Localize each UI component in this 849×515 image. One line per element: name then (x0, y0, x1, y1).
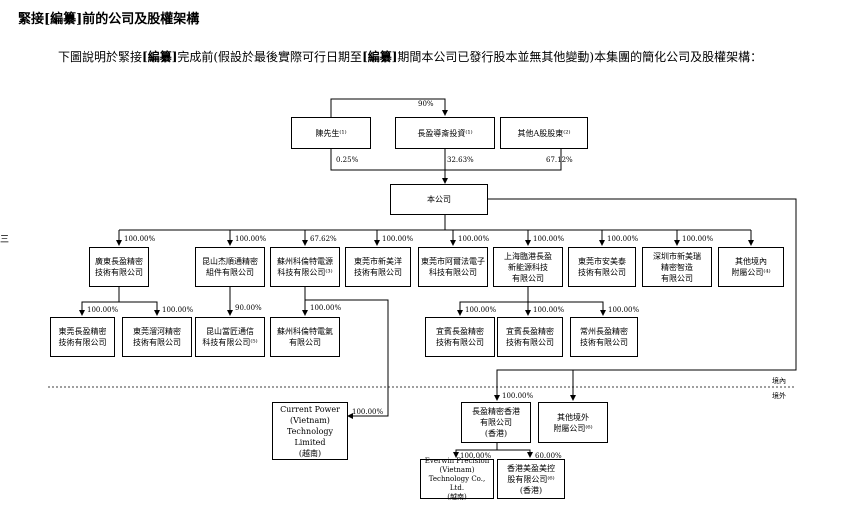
onshore-label: 境內 (772, 377, 786, 385)
pct-label: 90% (418, 100, 434, 108)
intro-paragraph: 下圖說明於緊接[編纂]完成前(假設於最後實際可行日期至[編纂]期間本公司已發行股… (58, 50, 763, 64)
pct-label: 32.63% (447, 156, 474, 164)
pct-label: 100.00% (460, 452, 492, 460)
pct-label: 0.25% (336, 156, 359, 164)
pct-label: 90.00% (235, 304, 262, 312)
sub-sh-lingang: 上海臨港長盈 新能源科技 有限公司 (493, 247, 563, 287)
pct-label: 67.12% (546, 156, 573, 164)
sub-suzhou-kelunte: 蘇州科倫特電氣 有限公司 (270, 317, 340, 357)
sub-dg-changying: 東莞長盈精密 技術有限公司 (50, 317, 115, 357)
shareholder-chen: 陳先生⁽¹⁾ (291, 117, 371, 149)
offshore-label: 境外 (772, 392, 786, 400)
sub-sz-xinmei: 深圳市新美瑞 精密智造 有限公司 (642, 247, 712, 287)
sub-yichun: 宜賓長盈精密 技術有限公司 (497, 317, 563, 357)
sub-hk: 長盈精密香港 有限公司 (香港) (461, 402, 531, 443)
sub-dg-liuchun: 東莞溜河精密 技術有限公司 (122, 317, 192, 357)
sub-yibin: 宜賓長盈精密 技術有限公司 (425, 317, 495, 357)
shareholder-other-a: 其他A股股東⁽²⁾ (500, 117, 588, 149)
sub-changzhou: 常州長盈精密 技術有限公司 (570, 317, 638, 357)
sub-kunshan-lanjie: 昆山當匠通信 科技有限公司⁽⁵⁾ (195, 317, 265, 357)
pct-label: 60.00% (535, 452, 562, 460)
pct-label: 100.00% (682, 235, 714, 243)
sub-other-offshore: 其他境外 附屬公司⁽⁶⁾ (538, 402, 608, 443)
pct-label: 67.62% (310, 235, 337, 243)
pct-label: 100.00% (124, 235, 156, 243)
pct-label: 100.00% (458, 235, 490, 243)
pct-label: 100.00% (310, 304, 342, 312)
sub-suzhou-hctd: 蘇州科倫特電源 科技有限公司⁽³⁾ (270, 247, 340, 287)
pct-label: 100.00% (533, 235, 565, 243)
sub-hk-meiying: 香港美盈美控 股有限公司⁽⁶⁾ (香港) (497, 459, 565, 499)
sub-everwin: Everwin Precision (Vietnam) Technology C… (420, 457, 494, 501)
pct-label: 100.00% (465, 306, 497, 314)
pct-label: 100.00% (235, 235, 267, 243)
sub-other-onshore: 其他境內 附屬公司⁽⁴⁾ (718, 247, 784, 287)
sub-dg-anmeitai: 東莞市安美泰 技術有限公司 (568, 247, 636, 287)
page-heading: 緊接[編纂]前的公司及股權架構 (18, 12, 200, 27)
pct-label: 100.00% (382, 235, 414, 243)
pct-label: 100.00% (607, 235, 639, 243)
margin-mark: 三 (0, 235, 10, 245)
pct-label: 100.00% (87, 306, 119, 314)
sub-guangdong: 廣東長盈精密 技術有限公司 (89, 247, 149, 287)
sub-dg-xinmeiyang: 東莞市新美洋 技術有限公司 (345, 247, 411, 287)
sub-kunshan-jdzp: 昆山杰順通精密 組件有限公司 (195, 247, 265, 287)
sub-current-power: Current Power (Vietnam) Technology Limit… (272, 402, 348, 460)
pct-label: 100.00% (533, 306, 565, 314)
company-box: 本公司 (390, 184, 488, 215)
pct-label: 100.00% (502, 392, 534, 400)
shareholder-changying: 長盈導斎投資⁽¹⁾ (395, 117, 495, 149)
pct-label: 100.00% (352, 408, 384, 416)
pct-label: 100.00% (162, 306, 194, 314)
pct-label: 100.00% (608, 306, 640, 314)
sub-dg-alixin: 東莞市阿爾法電子 科技有限公司 (418, 247, 488, 287)
